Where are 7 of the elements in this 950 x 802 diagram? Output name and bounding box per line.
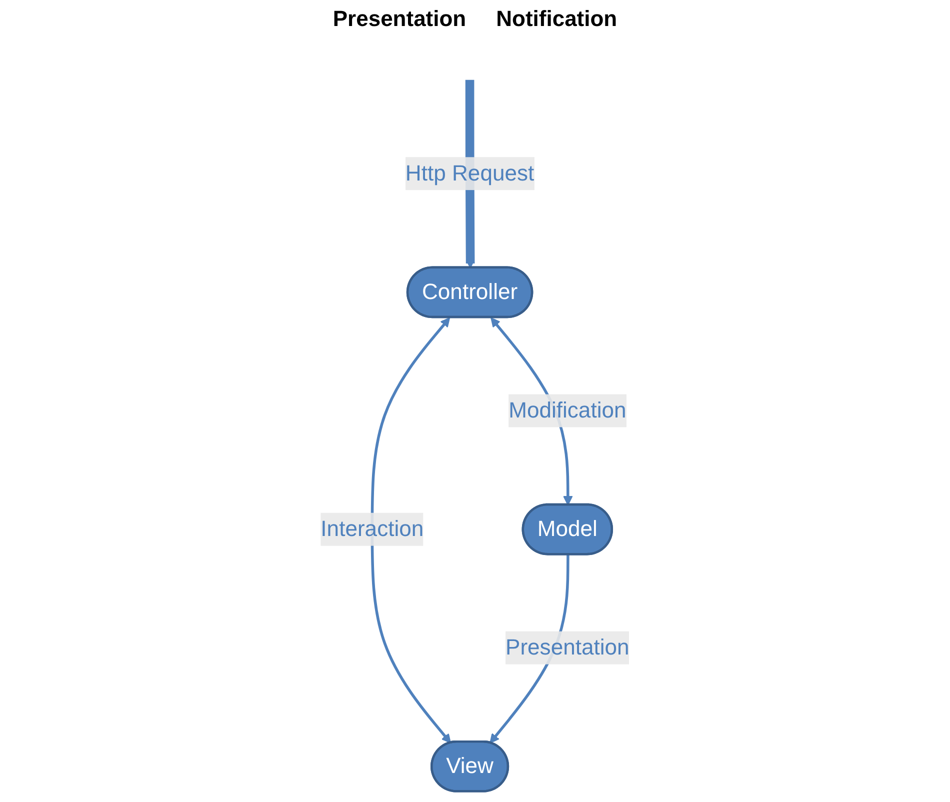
note-text: Presentation — [332, 6, 466, 32]
edge-label: Modification — [508, 398, 626, 423]
edge-label: Http Request — [405, 162, 534, 186]
edge-label: Interaction — [320, 517, 424, 542]
note-text: Notification — [496, 6, 618, 32]
edge-label: Presentation — [505, 636, 630, 660]
arrow — [370, 317, 452, 744]
